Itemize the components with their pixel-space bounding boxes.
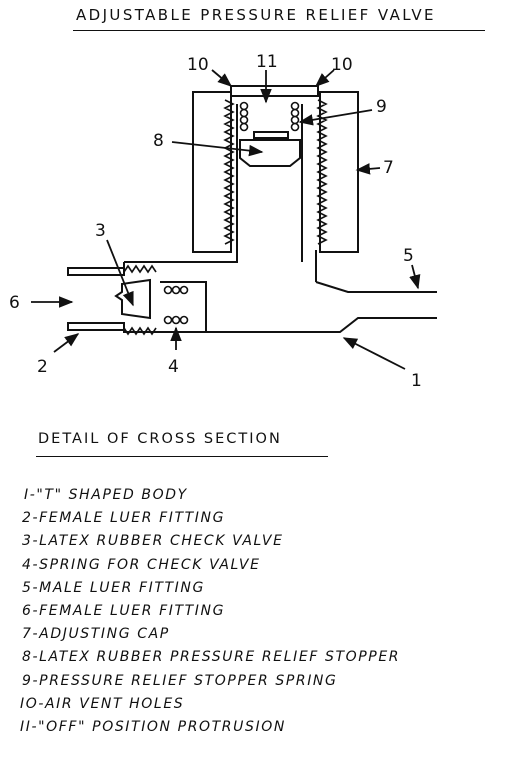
callout-labels: 10 11 10 9 8 7 5 3 6 2 4 1 (9, 52, 422, 391)
legend-item: 2-FEMALE LUER FITTING (22, 510, 226, 527)
check-valve-spring (163, 285, 189, 325)
stopper-plate (253, 131, 289, 139)
stem-left (124, 104, 238, 263)
pressure-relief-stopper (239, 139, 301, 167)
male-luer-lower (206, 317, 437, 333)
legend-item: 6-FEMALE LUER FITTING (22, 602, 226, 619)
legend-item: 7-ADJUSTING CAP (22, 626, 170, 643)
legend-item: 4-SPRING FOR CHECK VALVE (22, 556, 261, 573)
callout-6: 6 (9, 293, 20, 313)
callout-11: 11 (256, 52, 278, 72)
callout-10-left: 10 (187, 55, 209, 75)
legend-item: 5-MALE LUER FITTING (22, 579, 205, 596)
latex-check-valve (114, 278, 151, 320)
male-luer-upper (315, 281, 437, 293)
section-underline (36, 456, 328, 457)
callout-9: 9 (376, 97, 387, 117)
stopper-spring (239, 101, 300, 132)
legend-item: II-"OFF" POSITION PROTRUSION (20, 718, 286, 735)
valve-body (67, 85, 437, 336)
adjusting-cap-left-wall (192, 91, 232, 253)
adjusting-cap-top (230, 85, 319, 97)
callout-2: 2 (37, 357, 48, 377)
callout-4: 4 (168, 357, 179, 377)
cap-thread-left (223, 99, 235, 245)
check-valve-thread-top (123, 264, 157, 274)
callout-7: 7 (383, 158, 394, 178)
legend-item: 3-LATEX RUBBER CHECK VALVE (22, 533, 284, 550)
leader-lines (31, 69, 421, 370)
legend-item: 9-PRESSURE RELIEF STOPPER SPRING (22, 672, 338, 689)
left-port-tube-bottom (67, 322, 125, 331)
diagram-title: ADJUSTABLE PRESSURE RELIEF VALVE (76, 6, 436, 24)
callout-8: 8 (153, 131, 164, 151)
legend-item: IO-AIR VENT HOLES (20, 695, 185, 712)
callout-3: 3 (95, 221, 106, 241)
legend-item: 8-LATEX RUBBER PRESSURE RELIEF STOPPER (22, 649, 401, 666)
callout-1: 1 (411, 371, 422, 391)
left-port-tube-top (67, 267, 125, 276)
check-valve-thread-bottom (123, 326, 157, 336)
legend-item: I-"T" SHAPED BODY (24, 487, 188, 503)
parts-legend: I-"T" SHAPED BODY 2-FEMALE LUER FITTING … (20, 484, 400, 739)
title-underline (73, 30, 485, 31)
callout-10-right: 10 (331, 55, 353, 75)
cap-thread-right (316, 99, 328, 245)
section-title: DETAIL OF CROSS SECTION (38, 431, 282, 447)
callout-5: 5 (403, 246, 414, 266)
